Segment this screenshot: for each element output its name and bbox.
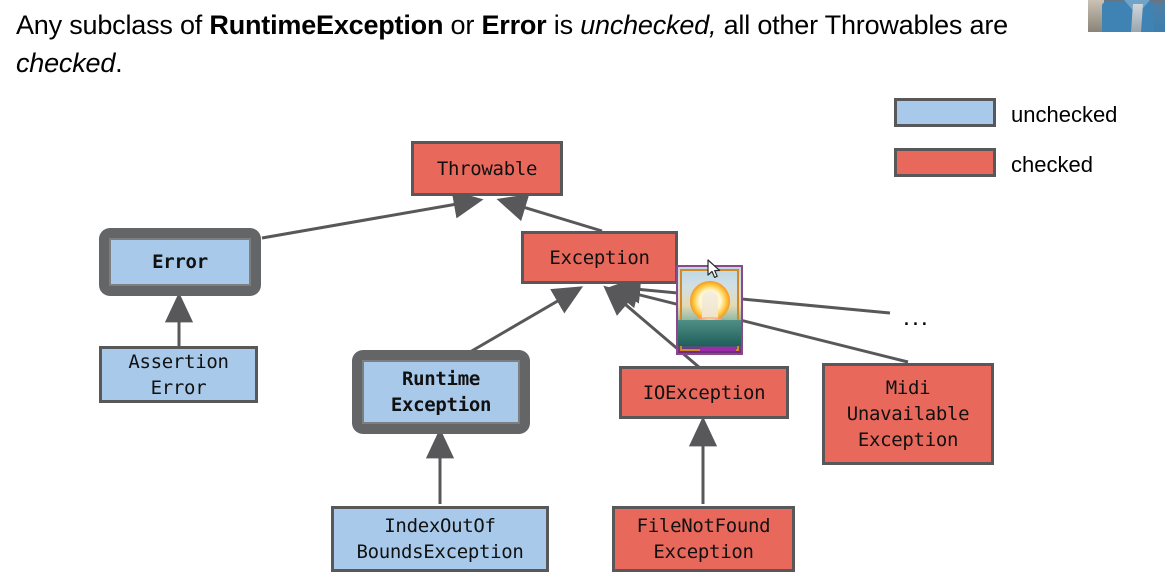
presenter-webcam-thumbnail xyxy=(1088,0,1165,32)
legend-swatch-unchecked xyxy=(894,98,996,127)
node-runtime-exception-box: Runtime Exception xyxy=(362,360,520,424)
heading-seg-2: or xyxy=(443,10,482,40)
node-file-not-found-exception-label: FileNotFound Exception xyxy=(636,515,771,563)
heading-seg-3: Error xyxy=(481,10,547,40)
node-runtime-exception[interactable]: Runtime Exception xyxy=(352,350,530,434)
legend-label-unchecked: unchecked xyxy=(1011,102,1118,127)
node-exception[interactable]: Exception xyxy=(521,231,678,284)
node-file-not-found-exception[interactable]: FileNotFound Exception xyxy=(612,506,795,572)
deity-on-lotus-picture xyxy=(676,265,743,355)
node-io-exception[interactable]: IOException xyxy=(619,366,789,419)
more-subclasses-ellipsis: ... xyxy=(903,303,930,331)
edge-midiexception-to-exception xyxy=(608,280,909,364)
node-runtime-exception-label: Runtime Exception xyxy=(390,368,492,416)
heading-seg-8: . xyxy=(115,48,123,78)
thumb-shirt xyxy=(1102,2,1154,32)
node-throwable-label: Throwable xyxy=(436,157,538,180)
edge-error-to-throwable xyxy=(261,190,484,240)
node-index-out-of-bounds-exception-label: IndexOutOf BoundsException xyxy=(356,515,524,563)
node-assertion-error-label: Assertion Error xyxy=(128,350,229,399)
legend-label-checked: checked xyxy=(1011,152,1093,177)
node-error-box: Error xyxy=(109,238,251,286)
thumb-background xyxy=(1088,0,1104,32)
edge-exception-to-throwable xyxy=(496,194,603,233)
legend-swatch-checked xyxy=(894,148,996,177)
water-base xyxy=(678,320,741,346)
page-title: Any subclass of RuntimeException or Erro… xyxy=(16,6,1116,82)
caption-strip xyxy=(700,347,736,351)
node-index-out-of-bounds-exception[interactable]: IndexOutOf BoundsException xyxy=(331,506,549,572)
heading-seg-4: is xyxy=(546,10,581,40)
heading-seg-0: Any subclass of xyxy=(16,10,210,40)
edge-runtimeexception-to-exception xyxy=(469,286,584,354)
node-error[interactable]: Error xyxy=(99,228,261,296)
node-error-label: Error xyxy=(152,251,208,273)
node-midi-unavailable-exception[interactable]: Midi Unavailable Exception xyxy=(822,363,994,465)
node-throwable[interactable]: Throwable xyxy=(411,141,563,196)
mouse-cursor xyxy=(707,259,721,278)
heading-seg-1: RuntimeException xyxy=(209,10,444,40)
heading-seg-6: all other Throwables are xyxy=(716,10,1009,40)
node-midi-unavailable-exception-label: Midi Unavailable Exception xyxy=(846,377,970,451)
heading-seg-7: checked xyxy=(16,48,116,78)
thumb-tie xyxy=(1131,4,1143,32)
edge-more-subclasses-to-exception xyxy=(610,275,891,315)
node-assertion-error[interactable]: Assertion Error xyxy=(99,346,258,403)
node-io-exception-label: IOException xyxy=(642,381,766,404)
heading-seg-5: unchecked, xyxy=(580,10,717,40)
seated-figure xyxy=(701,291,718,321)
node-exception-label: Exception xyxy=(549,246,650,269)
